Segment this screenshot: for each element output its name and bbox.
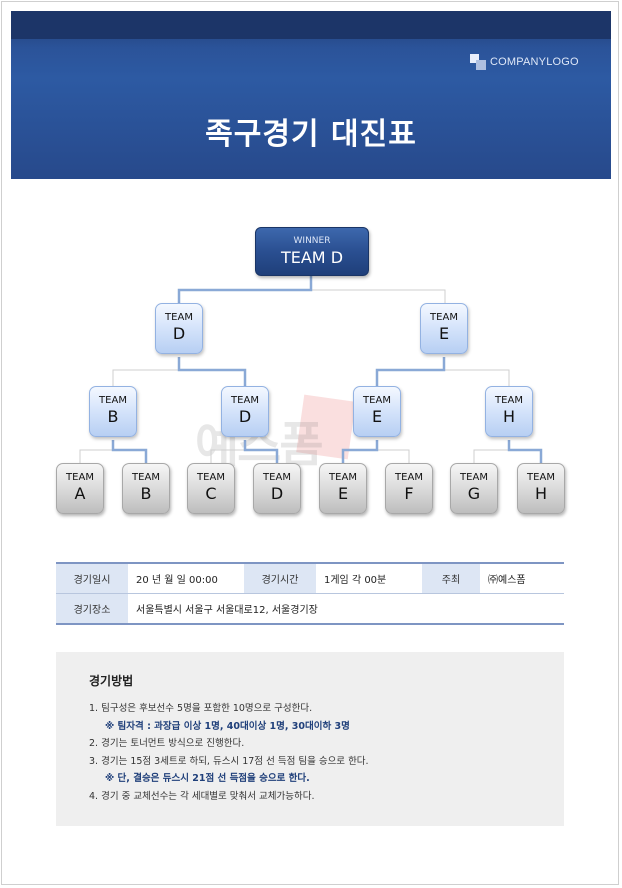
team-label: TEAM [99, 395, 127, 406]
first-round-team-d: TEAM D [253, 463, 301, 514]
time-label: 경기시간 [244, 562, 316, 594]
team-label: TEAM [430, 312, 458, 323]
winner-label: WINNER [293, 236, 331, 246]
place-value: 서울특별시 서울구 서울대로12, 서울경기장 [128, 593, 564, 625]
team-letter: E [337, 484, 349, 503]
list-item: 2. 경기는 토너먼트 방식으로 진행한다. [89, 738, 245, 750]
team-label: TEAM [460, 472, 488, 483]
date-label: 경기일시 [56, 562, 128, 594]
first-round-team-g: TEAM G [450, 463, 498, 514]
team-label: TEAM [527, 472, 555, 483]
semi-team-d: TEAM D [221, 386, 269, 437]
list-item: 3. 경기는 15점 3세트로 하되, 듀스시 17점 선 득점 팀을 승으로 … [89, 755, 369, 767]
first-round-team-a: TEAM A [56, 463, 104, 514]
host-value: ㈜예스폼 [480, 562, 564, 594]
first-round-team-b: TEAM B [122, 463, 170, 514]
date-value: 20 년 월 일 00:00 [128, 562, 244, 594]
team-label: TEAM [66, 472, 94, 483]
page-title: 족구경기 대진표 [205, 117, 417, 152]
team-label: TEAM [165, 312, 193, 323]
first-round-team-e: TEAM E [319, 463, 367, 514]
method-list: 1. 팀구성은 후보선수 5명을 포함한 10명으로 구성한다. ※ 팀자격 :… [89, 700, 369, 806]
team-label: TEAM [363, 395, 391, 406]
header-banner: COMPANYLOGO 족구경기 대진표 [11, 11, 611, 179]
team-letter: B [140, 484, 152, 503]
list-item: 4. 경기 중 교체선수는 각 세대별로 맞춰서 교체가능하다. [89, 790, 315, 802]
team-label: TEAM [197, 472, 225, 483]
logo-squares-icon [470, 54, 486, 70]
team-label: TEAM [495, 395, 523, 406]
list-note: ※ 단, 결승은 듀스시 21점 선 득점을 승으로 한다. [105, 773, 310, 785]
semi-team-e: TEAM E [353, 386, 401, 437]
final-team-d: TEAM D [155, 303, 203, 354]
team-letter: D [238, 407, 252, 426]
team-letter: C [205, 484, 217, 503]
first-round-team-c: TEAM C [187, 463, 235, 514]
header-top-strip [11, 11, 611, 39]
team-label: TEAM [132, 472, 160, 483]
team-letter: B [107, 407, 119, 426]
logo-text: COMPANYLOGO [490, 56, 579, 68]
method-title: 경기방법 [89, 674, 134, 688]
team-label: TEAM [263, 472, 291, 483]
team-label: TEAM [329, 472, 357, 483]
winning-connectors [111, 275, 543, 463]
team-label: TEAM [395, 472, 423, 483]
place-label: 경기장소 [56, 593, 128, 625]
winner-team: TEAM D [280, 248, 344, 267]
team-letter: E [371, 407, 383, 426]
list-note: ※ 팀자격 : 과장급 이상 1명, 40대이상 1명, 30대이하 3명 [105, 720, 350, 732]
host-label: 주최 [422, 562, 480, 594]
winner-box: WINNER TEAM D [255, 227, 369, 276]
company-logo: COMPANYLOGO [470, 54, 579, 70]
team-letter: H [534, 484, 548, 503]
first-round-team-f: TEAM F [385, 463, 433, 514]
team-letter: G [467, 484, 481, 503]
first-round-team-h: TEAM H [517, 463, 565, 514]
final-team-e: TEAM E [420, 303, 468, 354]
match-info-table: 경기일시 20 년 월 일 00:00 경기시간 1게임 각 00분 주최 ㈜예… [56, 562, 564, 625]
team-label: TEAM [231, 395, 259, 406]
table-row: 경기일시 20 년 월 일 00:00 경기시간 1게임 각 00분 주최 ㈜예… [56, 562, 564, 594]
team-letter: E [438, 324, 450, 343]
match-method-box: 경기방법 1. 팀구성은 후보선수 5명을 포함한 10명으로 구성한다. ※ … [56, 652, 564, 826]
team-letter: F [404, 484, 414, 503]
team-letter: D [270, 484, 284, 503]
team-letter: D [172, 324, 186, 343]
table-row: 경기장소 서울특별시 서울구 서울대로12, 서울경기장 [56, 593, 564, 625]
time-value: 1게임 각 00분 [316, 562, 422, 594]
team-letter: A [74, 484, 86, 503]
list-item: 1. 팀구성은 후보선수 5명을 포함한 10명으로 구성한다. [89, 703, 313, 714]
team-letter: H [502, 407, 516, 426]
semi-team-h: TEAM H [485, 386, 533, 437]
semi-team-b: TEAM B [89, 386, 137, 437]
